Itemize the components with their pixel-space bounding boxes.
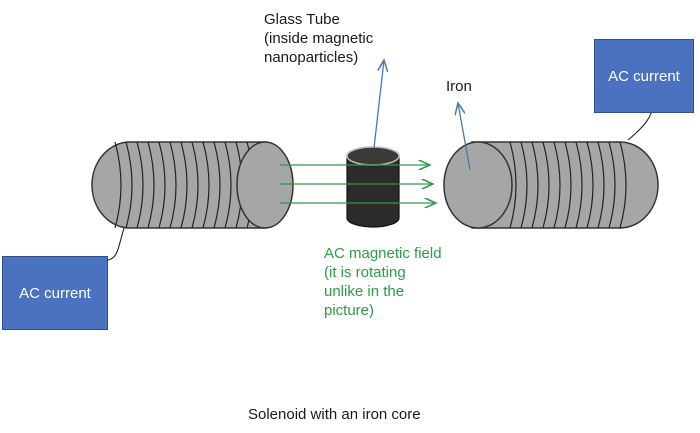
coil-winding [619, 141, 627, 229]
caption: Solenoid with an iron core [248, 406, 421, 423]
iron-pointer [458, 103, 471, 171]
coil-winding [564, 141, 572, 229]
coil-winding [586, 141, 594, 229]
coil-winding [608, 141, 616, 229]
coil-winding [114, 141, 122, 229]
coil-winding [553, 141, 561, 229]
right-lead-wire [627, 109, 653, 141]
left-core-face [236, 141, 294, 229]
right-solenoid [443, 141, 659, 229]
coil-winding [136, 141, 144, 229]
coil-winding [531, 141, 539, 229]
glass-tube-pointer [373, 60, 384, 149]
ac-current-box-right: AC current [594, 39, 694, 113]
iron-core-face [443, 141, 513, 229]
coil-winding [125, 141, 133, 229]
coil-winding [169, 141, 177, 229]
coil-winding [147, 141, 155, 229]
magnetic-field-arrows [280, 165, 436, 203]
coil-winding [202, 141, 210, 229]
coil-winding [542, 141, 550, 229]
coil-winding [180, 141, 188, 229]
coil-winding [224, 141, 232, 229]
left-solenoid [91, 141, 294, 229]
glass-tube-icon [346, 146, 400, 228]
left-lead-wire [107, 227, 125, 261]
glass-tube-label: Glass Tube (inside magnetic nanoparticle… [264, 11, 374, 66]
ac-current-box-left: AC current [2, 256, 108, 330]
coil-winding [575, 141, 583, 229]
coil-winding [158, 141, 166, 229]
coil-winding [597, 141, 605, 229]
coil-winding [213, 141, 221, 229]
coil-winding [191, 141, 199, 229]
iron-label: Iron [446, 78, 472, 95]
pointer-arrows [373, 60, 471, 171]
left-solenoid-windings [114, 141, 254, 229]
magnetic-field-label: AC magnetic field (it is rotating unlike… [324, 245, 442, 319]
right-solenoid-windings [509, 141, 627, 229]
coil-winding [520, 141, 528, 229]
coil-winding [509, 141, 517, 229]
